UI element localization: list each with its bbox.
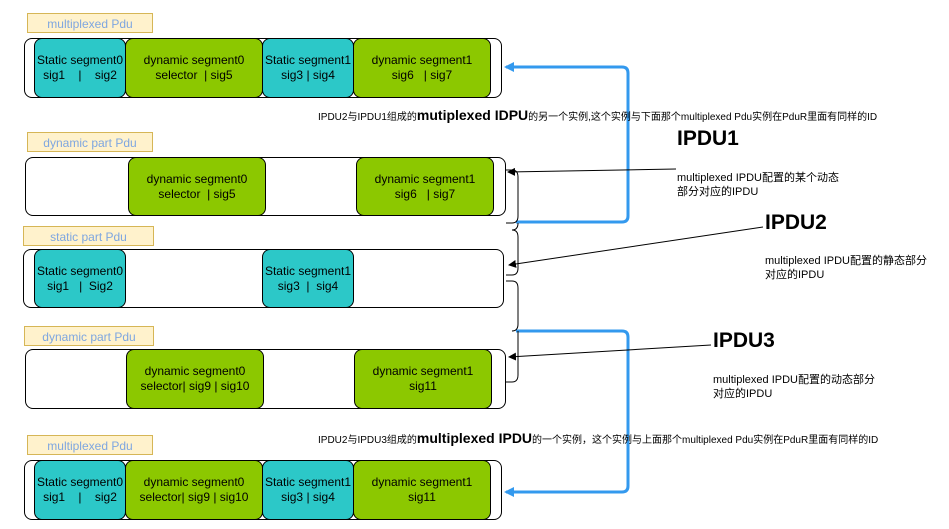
pointer-ipdu1 [507, 167, 677, 176]
static-segment1: Static segment1 sig3 | sig4 [262, 460, 354, 520]
segment-signals: sig11 [408, 490, 436, 504]
segment-title: Static segment0 [36, 53, 124, 67]
dynamic-segment1: dynamic segment1 sig11 [354, 349, 492, 409]
segment-title: dynamic segment0 [143, 475, 245, 489]
segment-title: dynamic segment0 [143, 53, 245, 67]
dynamic-segment1: dynamic segment1 sig6 | sig7 [356, 157, 494, 216]
segment-title: dynamic segment1 [374, 171, 476, 186]
segment-title: dynamic segment0 [146, 171, 248, 186]
segment-title: dynamic segment1 [372, 364, 474, 378]
segment-signals: sig1 | sig2 [43, 490, 117, 504]
segment-signals: selector| sig9 | sig10 [140, 379, 250, 393]
blue-arrow-top [504, 62, 630, 224]
dynamic-segment1: dynamic segment1 sig6 | sig7 [353, 38, 491, 98]
static-segment1: Static segment1 sig3 | sig4 [262, 38, 354, 98]
static-segment0: Static segment0 sig1 | Sig2 [34, 249, 126, 308]
static-segment0: Static segment0 sig1 | sig2 [34, 38, 126, 98]
segment-signals: selector | sig5 [158, 186, 236, 201]
multiplexed-pdu-tag-top: multiplexed Pdu [27, 13, 153, 33]
segment-signals: selector| sig9 | sig10 [139, 490, 249, 504]
note-suffix: 的另一个实例,这个实例与下面那个multiplexed Pdu实例在PduR里面… [528, 112, 878, 123]
note-bold: multiplexed IPDU [416, 430, 533, 446]
segment-signals: sig3 | sig4 [277, 278, 339, 293]
segment-signals: sig11 [409, 379, 437, 393]
note-prefix: IPDU2与IPDU3组成的 [318, 435, 417, 446]
segment-signals: sig3 | sig4 [281, 68, 335, 82]
segment-title: Static segment0 [36, 475, 124, 489]
ipdu3-title: IPDU3 [713, 329, 775, 352]
ipdu2-title: IPDU2 [765, 211, 827, 234]
dynamic-segment0: dynamic segment0 selector| sig9 | sig10 [126, 349, 264, 409]
dynamic-part-pdu-tag: dynamic part Pdu [24, 326, 154, 346]
multiplexed-pdu-tag-bottom: multiplexed Pdu [27, 435, 153, 455]
dynamic-segment0: dynamic segment0 selector| sig9 | sig10 [125, 460, 263, 520]
ipdu3-description: multiplexed IPDU配置的动态部分 对应的IPDU [713, 374, 875, 400]
segment-title: Static segment0 [36, 263, 124, 278]
segment-title: dynamic segment1 [371, 53, 473, 67]
pointer-ipdu2 [508, 226, 764, 268]
note-prefix: IPDU2与IPDU1组成的 [318, 112, 417, 123]
segment-title: Static segment1 [264, 263, 352, 278]
bracket-bottom [506, 280, 519, 383]
note-bold: mutiplexed IDPU [416, 107, 529, 123]
segment-signals: sig6 | sig7 [394, 186, 456, 201]
blue-arrow-bottom [504, 329, 630, 497]
note-bottom: IPDU2与IPDU3组成的multiplexed IPDU的一个实例，这个实例… [318, 430, 878, 446]
segment-title: Static segment1 [264, 53, 352, 67]
segment-signals: selector | sig5 [155, 68, 233, 82]
dynamic-segment1: dynamic segment1 sig11 [353, 460, 491, 520]
dynamic-segment0: dynamic segment0 selector | sig5 [125, 38, 263, 98]
note-top: IPDU2与IPDU1组成的mutiplexed IDPU的另一个实例,这个实例… [318, 107, 877, 123]
segment-title: dynamic segment0 [144, 364, 246, 378]
segment-signals: sig3 | sig4 [281, 490, 335, 504]
segment-title: Static segment1 [264, 475, 352, 489]
note-suffix: 的一个实例，这个实例与上面那个multiplexed Pdu实例在PduR里面有… [532, 435, 879, 446]
pointer-ipdu3 [508, 344, 712, 361]
segment-signals: sig1 | sig2 [43, 68, 117, 82]
ipdu1-description: multiplexed IPDU配置的某个动态 部分对应的IPDU [677, 172, 839, 198]
segment-signals: sig6 | sig7 [391, 68, 453, 82]
static-segment0: Static segment0 sig1 | sig2 [34, 460, 126, 520]
segment-signals: sig1 | Sig2 [47, 278, 113, 293]
dynamic-part-pdu-tag: dynamic part Pdu [27, 132, 153, 152]
ipdu2-description: multiplexed IPDU配置的静态部分 对应的IPDU [765, 255, 927, 281]
static-part-pdu-tag: static part Pdu [23, 226, 154, 246]
ipdu1-title: IPDU1 [677, 127, 739, 150]
static-segment1: Static segment1 sig3 | sig4 [262, 249, 354, 308]
dynamic-segment0: dynamic segment0 selector | sig5 [128, 157, 266, 216]
segment-title: dynamic segment1 [371, 475, 473, 489]
